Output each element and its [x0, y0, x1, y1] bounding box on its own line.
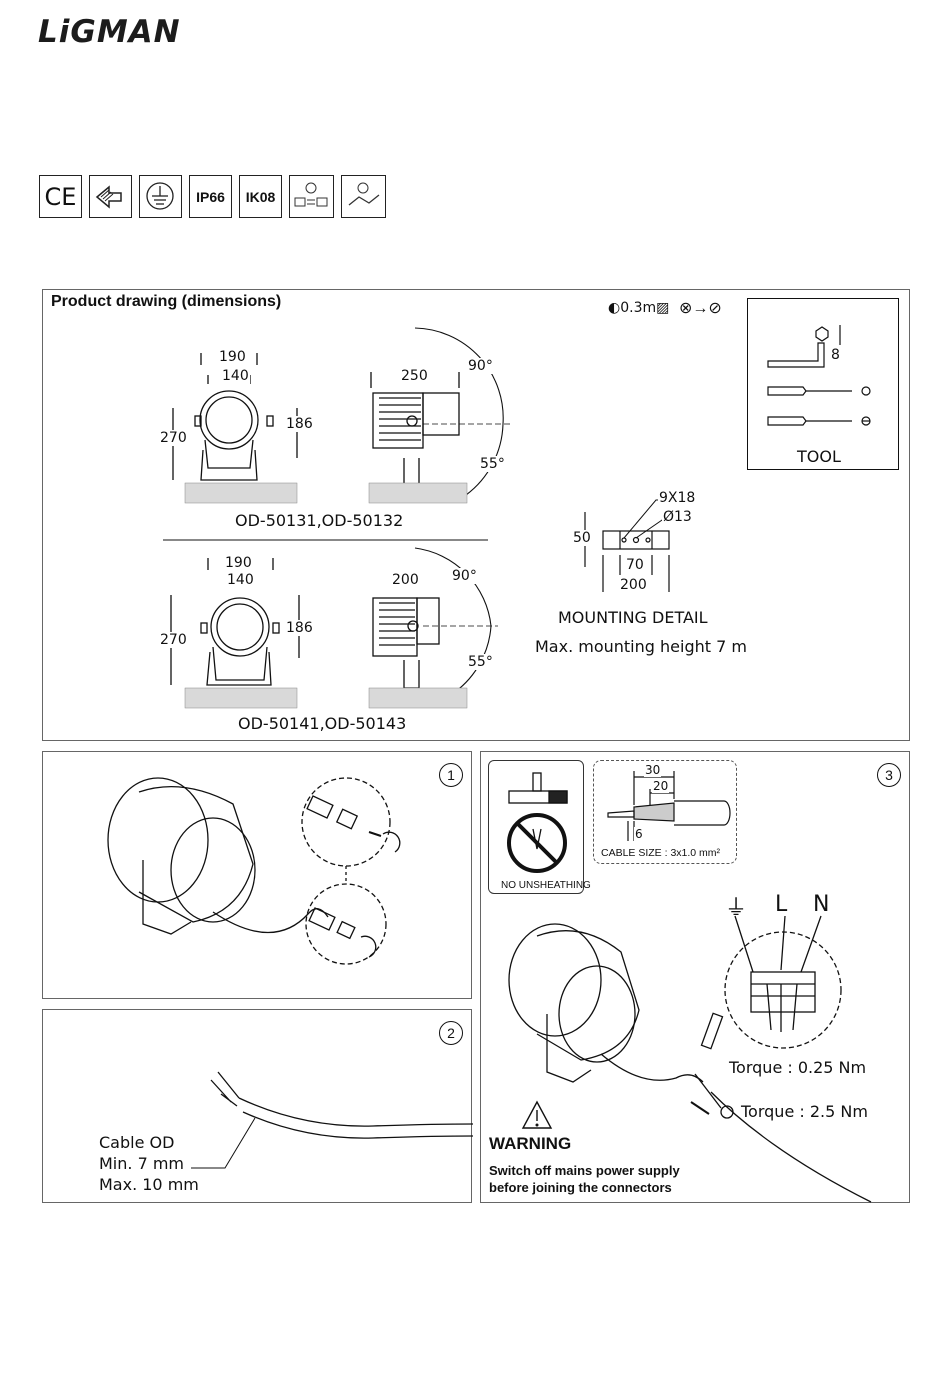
- top-width-inner: 140: [221, 368, 250, 384]
- top-tilt-down: 55°: [479, 456, 506, 472]
- hex-key-icon: [767, 342, 825, 368]
- step-1-illustration: [107, 777, 401, 965]
- replaceable-light-source-icon: [289, 175, 334, 218]
- cable-strip-box: 30 20 6 CABLE SIZE : 3x1.0 mm²: [593, 760, 737, 864]
- replaceable-control-gear-icon: [341, 175, 386, 218]
- torque-terminal: Torque : 0.25 Nm: [729, 1058, 867, 1077]
- strip-30: 30: [644, 763, 662, 777]
- hex-size-label: 8: [830, 347, 841, 363]
- strip-20: 20: [652, 779, 670, 793]
- bottom-side-view: [372, 547, 498, 693]
- drawing-title: Product drawing (dimensions): [51, 293, 282, 310]
- mounting-spacing: 70: [625, 557, 645, 573]
- warning-triangle-icon: [521, 1100, 553, 1129]
- ik-rating-badge: IK08: [239, 175, 282, 218]
- bottom-tilt-up: 90°: [451, 568, 478, 584]
- step-3-panel: 3 NO UNSHEATHING: [480, 751, 910, 1203]
- earth-mark-icon: [139, 175, 182, 218]
- bottom-side-ground: [368, 687, 468, 709]
- mounting-height-dim: 50: [572, 530, 592, 546]
- top-front-ground: [184, 482, 298, 504]
- top-body: 186: [285, 416, 314, 432]
- flat-screwdriver-icon: [767, 416, 807, 426]
- top-side-ground: [368, 482, 468, 504]
- ip-rating-badge: IP66: [189, 175, 232, 218]
- step-2-panel: 2 Cable OD Min. 7 mm Max. 10 mm: [42, 1009, 474, 1203]
- mounting-hole: Ø13: [662, 509, 693, 525]
- certification-row: CE IP66 IK08: [39, 175, 386, 218]
- bottom-width-inner: 140: [226, 572, 255, 588]
- top-depth: 250: [400, 368, 429, 384]
- step-3-illustration: [508, 915, 872, 1203]
- max-mounting-height: Max. mounting height 7 m: [535, 637, 747, 656]
- phillips-screwdriver-icon: [767, 386, 807, 396]
- hatched-surface-icon: ▨: [656, 300, 670, 316]
- cable-od-title: Cable OD: [99, 1133, 175, 1152]
- cable-od-max: Max. 10 mm: [99, 1175, 199, 1194]
- top-tilt-up: 90°: [467, 358, 494, 374]
- hex-profile-icon: [815, 326, 829, 342]
- earth-terminal-icon: ⏚: [725, 896, 748, 921]
- top-width-outer: 190: [218, 349, 247, 365]
- tool-label: TOOL: [797, 447, 841, 466]
- bottom-tilt-down: 55°: [467, 654, 494, 670]
- no-unsheathing-illustration: [507, 772, 568, 873]
- bottom-height: 270: [159, 632, 188, 648]
- step-2-number: 2: [439, 1021, 463, 1045]
- distance-indicator: ◐0.3m▨: [608, 300, 670, 316]
- bottom-model-caption: OD-50141,OD-50143: [238, 714, 407, 733]
- mounting-title: MOUNTING DETAIL: [558, 608, 708, 627]
- warning-title: WARNING: [489, 1134, 572, 1153]
- step-3-number: 3: [877, 763, 901, 787]
- step-1-panel: 1: [42, 751, 472, 999]
- lamp-replacement-icon: ⊗→⊘: [679, 300, 722, 317]
- strip-6: 6: [634, 827, 644, 841]
- top-height: 270: [159, 430, 188, 446]
- ce-mark-icon: CE: [39, 175, 82, 218]
- cable-illustration: [191, 1071, 474, 1169]
- no-unsheathing-box: NO UNSHEATHING: [488, 760, 591, 894]
- warning-line-2: before joining the connectors: [489, 1180, 672, 1195]
- neutral-terminal-label: N: [813, 892, 830, 917]
- bottom-body: 186: [285, 620, 314, 636]
- product-drawing-panel: Product drawing (dimensions) ◐0.3m▨ ⊗→⊘: [42, 289, 910, 741]
- live-terminal-label: L: [775, 892, 788, 917]
- half-moon-icon: ◐: [608, 300, 621, 316]
- cable-size-label: CABLE SIZE : 3x1.0 mm²: [601, 847, 721, 859]
- torque-connector: Torque : 2.5 Nm: [741, 1102, 868, 1121]
- warning-line-1: Switch off mains power supply: [489, 1163, 680, 1178]
- tool-drawings: [767, 325, 871, 426]
- mounting-slot: 9X18: [658, 490, 697, 506]
- bottom-front-ground: [184, 687, 298, 709]
- bottom-width-outer: 190: [224, 555, 253, 571]
- no-unsheathing-label: NO UNSHEATHING: [501, 880, 591, 891]
- top-model-caption: OD-50131,OD-50132: [235, 511, 404, 530]
- mounting-length: 200: [619, 577, 648, 593]
- tool-box: 8 TOOL: [747, 298, 899, 470]
- brand-logo: LiGMAN: [38, 14, 181, 50]
- weee-mark-icon: [89, 175, 132, 218]
- bottom-depth: 200: [391, 572, 420, 588]
- cable-od-min: Min. 7 mm: [99, 1154, 184, 1173]
- step-1-number: 1: [439, 763, 463, 787]
- drawing-lines: [163, 327, 683, 709]
